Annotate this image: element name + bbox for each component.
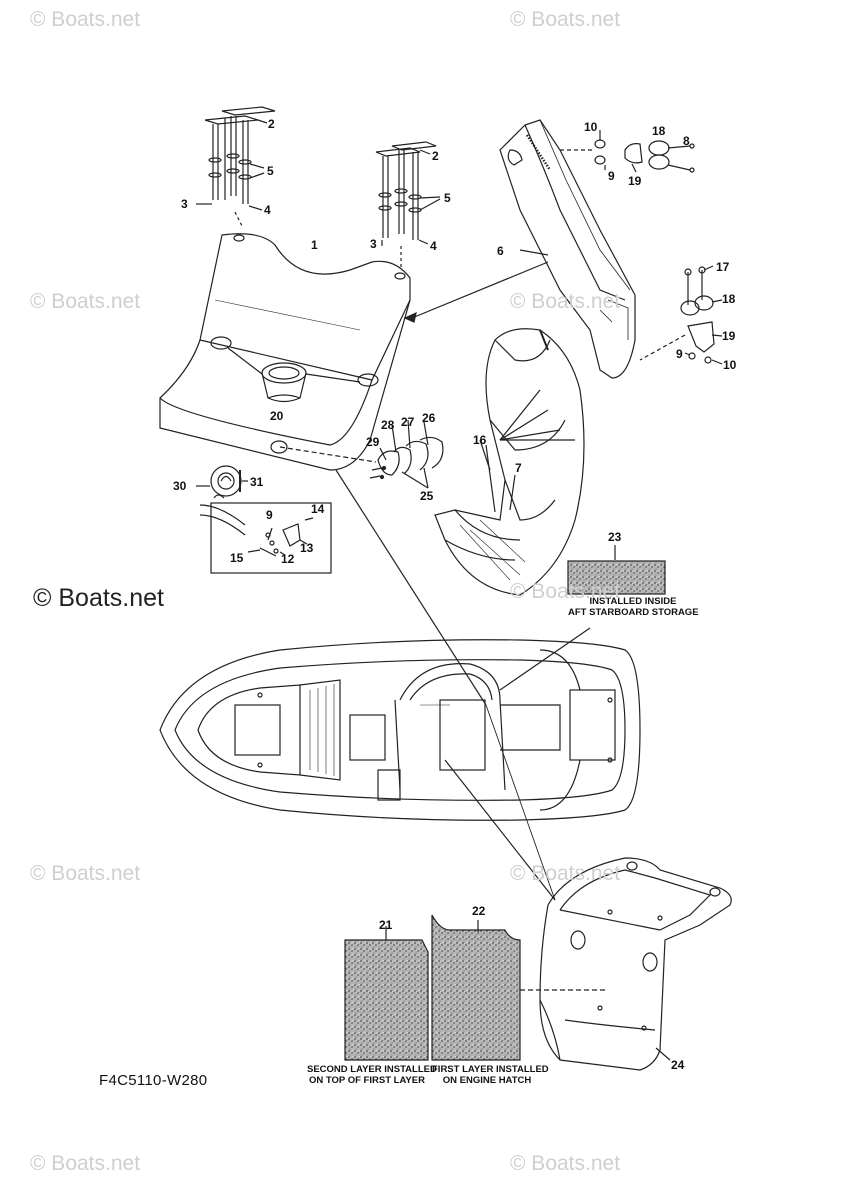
caption-22: FIRST LAYER INSTALLED ON ENGINE HATCH (432, 1064, 549, 1086)
callout-27: 27 (401, 415, 415, 429)
callout-18b: 18 (722, 292, 736, 306)
caption-22-line1: FIRST LAYER INSTALLED (432, 1064, 549, 1075)
callout-22: 22 (472, 904, 486, 918)
fastener-group-right (375, 141, 441, 270)
callout-3b: 3 (370, 237, 377, 251)
watermark: © Boats.net (510, 580, 621, 603)
callout-3a: 3 (181, 197, 188, 211)
caption-23: INSTALLED INSIDE AFT STARBOARD STORAGE (568, 596, 699, 618)
callout-29: 29 (366, 435, 380, 449)
carpet-pad-23 (567, 560, 666, 595)
callout-15: 15 (230, 551, 244, 565)
callout-2b: 2 (432, 149, 439, 163)
callout-6: 6 (497, 244, 504, 258)
lower-mount-hardware (639, 265, 723, 365)
callout-13: 13 (300, 541, 314, 555)
callout-24: 24 (671, 1058, 685, 1072)
callout-30: 30 (173, 479, 187, 493)
caption-23-line2: AFT STARBOARD STORAGE (568, 607, 699, 618)
watermark: © Boats.net (510, 290, 621, 313)
diagram-code: F4C5110-W280 (99, 1072, 208, 1089)
fastener-group-left (196, 106, 276, 227)
callout-14: 14 (311, 502, 325, 516)
tower-side-panel (434, 328, 585, 596)
watermark: © Boats.net (510, 862, 621, 885)
callout-8: 8 (683, 134, 690, 148)
callout-4b: 4 (430, 239, 437, 253)
callout-7: 7 (515, 461, 522, 475)
callout-23: 23 (608, 530, 622, 544)
callout-19b: 19 (722, 329, 736, 343)
callout-26: 26 (422, 411, 436, 425)
drain-assembly (196, 465, 332, 574)
callout-2a: 2 (268, 117, 275, 131)
cup-holder (227, 347, 361, 403)
watermark: © Boats.net (510, 8, 621, 31)
tower-leg (403, 119, 636, 379)
callout-12: 12 (281, 552, 295, 566)
callout-21: 21 (379, 918, 393, 932)
callout-labels: 1 2 2 3 3 4 4 5 5 6 7 8 9 9 9 10 10 12 1… (173, 117, 737, 1072)
callout-16: 16 (473, 433, 487, 447)
upper-mount-hardware (594, 130, 695, 173)
callout-4a: 4 (264, 203, 271, 217)
callout-20: 20 (270, 409, 284, 423)
callout-1: 1 (311, 238, 318, 252)
carpet-pad-21 (344, 939, 429, 1061)
cup-holder-assembly (279, 419, 444, 489)
watermark: © Boats.net (30, 862, 141, 885)
caption-21-line2: ON TOP OF FIRST LAYER (309, 1075, 425, 1086)
callout-10b: 10 (723, 358, 737, 372)
caption-21: SECOND LAYER INSTALLED ON TOP OF FIRST L… (307, 1064, 437, 1086)
callout-19a: 19 (628, 174, 642, 188)
hull-top-view (159, 627, 641, 901)
callout-5a: 5 (267, 164, 274, 178)
seat-cushion (159, 233, 411, 471)
callout-25: 25 (420, 489, 434, 503)
callout-5b: 5 (444, 191, 451, 205)
callout-28: 28 (381, 418, 395, 432)
caption-22-line2: ON ENGINE HATCH (442, 1075, 532, 1086)
carpet-pad-22 (431, 914, 521, 1061)
watermark: © Boats.net (30, 290, 141, 313)
callout-9b: 9 (676, 347, 683, 361)
watermark-main: © Boats.net (33, 584, 164, 612)
callout-31: 31 (250, 475, 264, 489)
watermark: © Boats.net (30, 8, 141, 31)
caption-23-line1: INSTALLED INSIDE (589, 596, 677, 607)
callout-18a: 18 (652, 124, 666, 138)
caption-21-line1: SECOND LAYER INSTALLED (307, 1064, 437, 1075)
callout-9a: 9 (608, 169, 615, 183)
callout-17: 17 (716, 260, 730, 274)
watermark: © Boats.net (510, 1152, 621, 1175)
callout-10a: 10 (584, 120, 598, 134)
watermark: © Boats.net (30, 1152, 141, 1175)
callout-9c: 9 (266, 508, 273, 522)
